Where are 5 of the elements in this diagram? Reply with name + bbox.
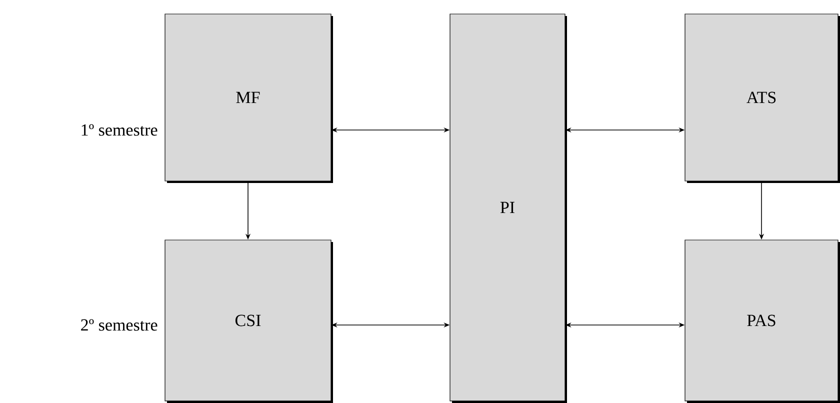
course-box: PAS xyxy=(684,240,840,403)
course-box: PI xyxy=(450,14,567,403)
course-box: CSI xyxy=(164,240,333,403)
course-box: ATS xyxy=(684,14,840,183)
course-box: MF xyxy=(164,14,333,183)
